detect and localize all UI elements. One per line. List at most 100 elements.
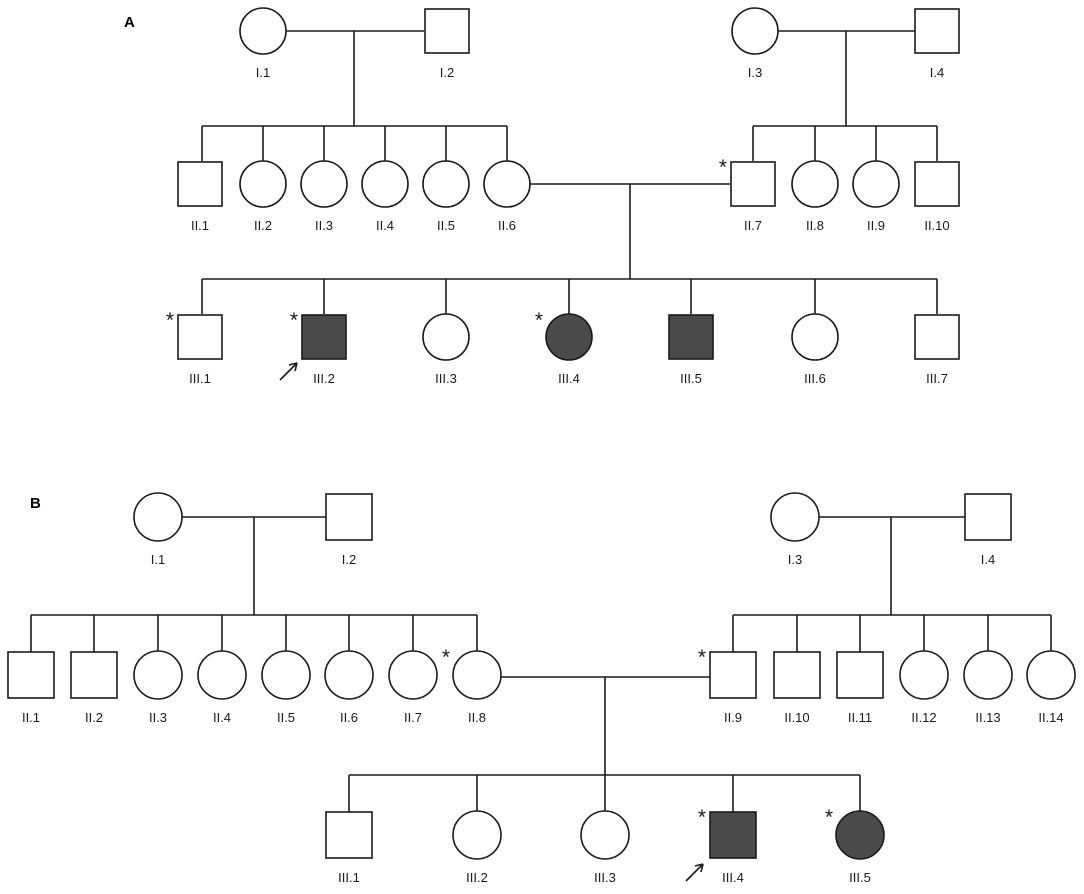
individual-b-i-2: I.2 bbox=[325, 493, 373, 567]
individual-a-ii-6: II.6 bbox=[483, 160, 531, 233]
female-circle bbox=[133, 650, 183, 700]
individual-id-label: II.7 bbox=[404, 710, 422, 725]
individual-id-label: II.6 bbox=[498, 218, 516, 233]
individual-a-ii-8: II.8 bbox=[791, 160, 839, 233]
pedigree-panel-b: B bbox=[7, 492, 1076, 885]
individual-a-i-3: I.3 bbox=[731, 7, 779, 80]
individual-a-ii-7: II.7* bbox=[719, 156, 776, 233]
male-square bbox=[325, 493, 373, 541]
individual-id-label: II.8 bbox=[468, 710, 486, 725]
individual-id-label: II.10 bbox=[784, 710, 809, 725]
individual-id-label: III.2 bbox=[313, 371, 335, 386]
individual-b-iii-3: III.3 bbox=[580, 810, 630, 885]
affected-male-square bbox=[301, 314, 347, 360]
individual-a-iii-5: III.5 bbox=[668, 314, 714, 386]
female-circle bbox=[261, 650, 311, 700]
individual-a-ii-9: II.9 bbox=[852, 160, 900, 233]
individual-b-ii-12: II.12 bbox=[899, 650, 949, 725]
individual-b-ii-6: II.6 bbox=[324, 650, 374, 725]
female-circle bbox=[197, 650, 247, 700]
male-square bbox=[177, 161, 223, 207]
male-square bbox=[709, 651, 757, 699]
individual-id-label: I.4 bbox=[930, 65, 944, 80]
individual-id-label: III.3 bbox=[594, 870, 616, 885]
individual-a-iii-6: III.6 bbox=[791, 313, 839, 386]
individual-a-ii-3: II.3 bbox=[300, 160, 348, 233]
male-square bbox=[177, 314, 223, 360]
individual-id-label: II.9 bbox=[724, 710, 742, 725]
individual-id-label: II.7 bbox=[744, 218, 762, 233]
male-square bbox=[836, 651, 884, 699]
female-circle bbox=[791, 160, 839, 208]
individual-id-label: II.5 bbox=[277, 710, 295, 725]
individual-b-ii-1: II.1 bbox=[7, 651, 55, 725]
male-square bbox=[70, 651, 118, 699]
individual-id-label: II.4 bbox=[376, 218, 394, 233]
male-square bbox=[424, 8, 470, 54]
individual-b-iii-4: III.4* bbox=[698, 806, 757, 885]
individual-id-label: III.5 bbox=[680, 371, 702, 386]
asterisk-marker: * bbox=[535, 309, 543, 332]
male-square bbox=[773, 651, 821, 699]
individual-id-label: I.1 bbox=[151, 552, 165, 567]
individual-id-label: II.11 bbox=[848, 710, 872, 725]
individual-id-label: I.2 bbox=[440, 65, 454, 80]
individual-id-label: III.3 bbox=[435, 371, 457, 386]
female-circle bbox=[422, 160, 470, 208]
female-circle bbox=[133, 492, 183, 542]
individual-id-label: II.3 bbox=[315, 218, 333, 233]
female-circle bbox=[239, 7, 287, 55]
female-circle bbox=[791, 313, 839, 361]
individual-b-ii-13: II.13 bbox=[963, 650, 1013, 725]
individual-b-ii-10: II.10 bbox=[773, 651, 821, 725]
individual-id-label: III.7 bbox=[926, 371, 948, 386]
affected-male-square bbox=[668, 314, 714, 360]
individual-id-label: II.8 bbox=[806, 218, 824, 233]
female-circle bbox=[388, 650, 438, 700]
individual-b-ii-2: II.2 bbox=[70, 651, 118, 725]
individual-id-label: I.3 bbox=[788, 552, 802, 567]
individual-a-i-4: I.4 bbox=[914, 8, 960, 80]
pedigree-panel-a: A bbox=[124, 7, 960, 386]
asterisk-marker: * bbox=[825, 806, 833, 829]
individual-b-iii-1: III.1 bbox=[325, 811, 373, 885]
individual-id-label: I.1 bbox=[256, 65, 270, 80]
female-circle bbox=[239, 160, 287, 208]
female-circle bbox=[452, 650, 502, 700]
individual-b-ii-14: II.14 bbox=[1026, 650, 1076, 725]
individual-id-label: II.9 bbox=[867, 218, 885, 233]
individual-a-iii-3: III.3 bbox=[422, 313, 470, 386]
individual-a-ii-2: II.2 bbox=[239, 160, 287, 233]
affected-female-circle bbox=[835, 810, 885, 860]
female-circle bbox=[731, 7, 779, 55]
asterisk-marker: * bbox=[698, 806, 706, 829]
asterisk-marker: * bbox=[442, 646, 450, 669]
connector-lines-b bbox=[30, 516, 1052, 812]
male-square bbox=[914, 161, 960, 207]
panel-label-a: A bbox=[124, 14, 135, 31]
female-circle bbox=[324, 650, 374, 700]
individual-a-i-1: I.1 bbox=[239, 7, 287, 80]
individual-id-label: III.2 bbox=[466, 870, 488, 885]
individual-id-label: II.2 bbox=[85, 710, 103, 725]
individual-a-i-2: I.2 bbox=[424, 8, 470, 80]
individual-b-ii-5: II.5 bbox=[261, 650, 311, 725]
individual-b-iii-5: III.5* bbox=[825, 806, 885, 885]
female-circle bbox=[852, 160, 900, 208]
female-circle bbox=[899, 650, 949, 700]
individual-b-ii-7: II.7 bbox=[388, 650, 438, 725]
female-circle bbox=[1026, 650, 1076, 700]
affected-female-circle bbox=[545, 313, 593, 361]
individual-a-ii-5: II.5 bbox=[422, 160, 470, 233]
individual-a-iii-2: III.2* bbox=[290, 309, 347, 386]
female-circle bbox=[580, 810, 630, 860]
individual-id-label: II.4 bbox=[213, 710, 231, 725]
asterisk-marker: * bbox=[698, 646, 706, 669]
male-square bbox=[7, 651, 55, 699]
individual-id-label: III.1 bbox=[189, 371, 211, 386]
individual-id-label: II.12 bbox=[911, 710, 936, 725]
connector-lines-a bbox=[201, 30, 938, 314]
